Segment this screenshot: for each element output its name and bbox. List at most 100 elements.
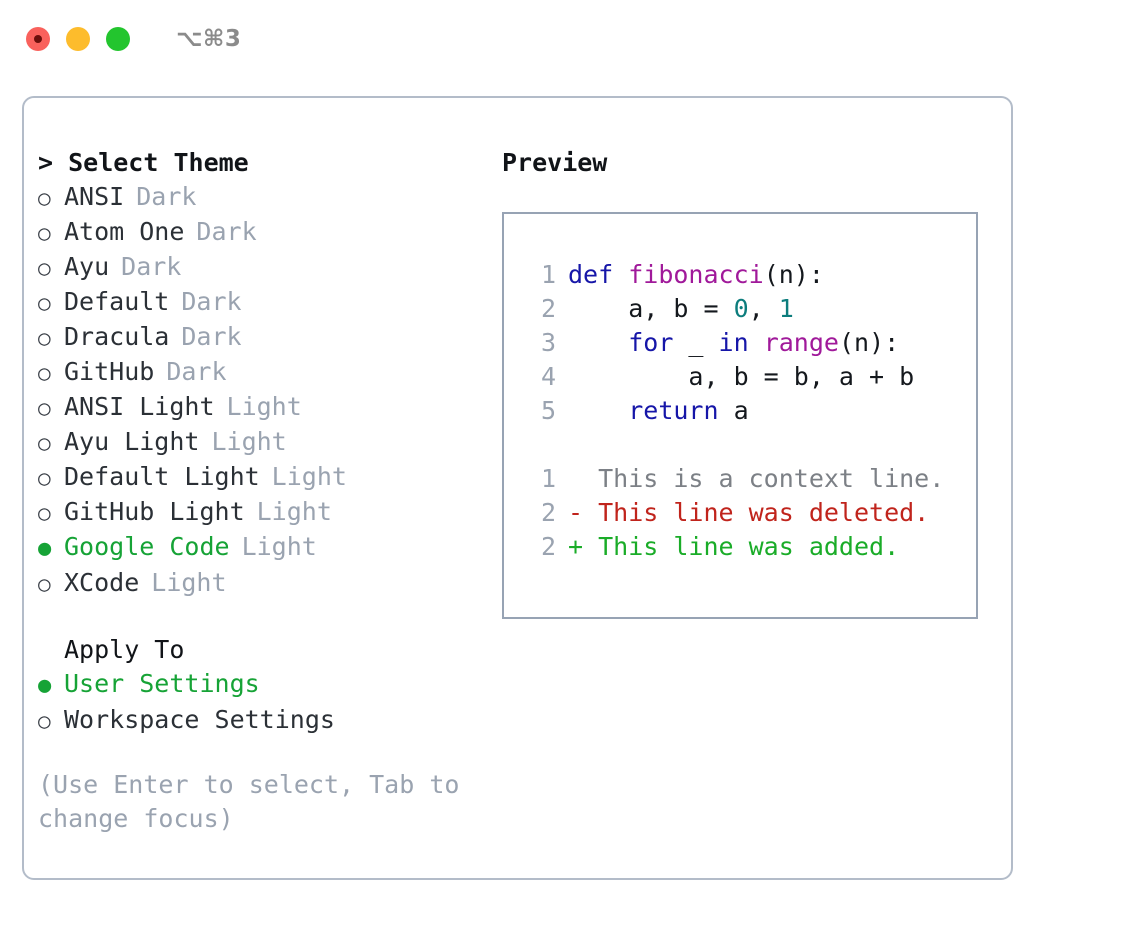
radio-unselected-icon: ○ (38, 186, 51, 210)
theme-variant-tag: Dark (181, 322, 242, 351)
diff-marker: + (568, 532, 599, 561)
radio-unselected-icon: ○ (38, 431, 51, 455)
line-number: 2 (540, 498, 556, 527)
diff-marker: - (568, 498, 599, 527)
theme-variant-tag: Light (271, 462, 347, 491)
apply-to-option-workspace-settings[interactable]: ○ Workspace Settings (38, 703, 508, 738)
diff-line-del: 2- This line was deleted. (522, 496, 976, 530)
radio-unselected-icon: ○ (38, 501, 51, 525)
code-line-text: a, b = 0, 1 (568, 292, 794, 326)
code-line: 1 def fibonacci(n): (522, 258, 976, 292)
code-token-plain (749, 328, 764, 357)
line-number: 4 (540, 362, 556, 391)
code-token-num: 0 (733, 294, 749, 323)
radio-unselected-icon: ○ (38, 572, 51, 596)
code-token-plain (568, 396, 628, 425)
theme-variant-tag: Light (241, 532, 317, 561)
theme-variant-tag: Dark (196, 217, 257, 246)
traffic-light-group (26, 27, 130, 51)
apply-to-option-list[interactable]: ● User Settings ○ Workspace Settings (38, 667, 508, 738)
radio-unselected-icon: ○ (38, 466, 51, 490)
line-number: 2 (540, 294, 556, 323)
theme-option-label: GitHub Light (64, 497, 245, 526)
keyboard-shortcut-label: ⌥⌘3 (176, 26, 242, 52)
theme-option-label: GitHub (64, 357, 155, 386)
line-number: 3 (540, 328, 556, 357)
line-number: 1 (540, 464, 556, 493)
diff-line-context: 1 This is a context line. (522, 462, 976, 496)
diff-line-add: 2+ This line was added. (522, 530, 976, 564)
code-token-plain: a, b = (568, 294, 734, 323)
apply-to-option-label: User Settings (64, 669, 260, 698)
line-number: 5 (540, 396, 556, 425)
code-line-text: def fibonacci(n): (568, 258, 824, 292)
theme-option-google-code[interactable]: ● Google Code Light (38, 530, 508, 566)
theme-option-label: XCode (64, 568, 140, 597)
radio-unselected-icon: ○ (38, 291, 51, 315)
theme-variant-tag: Dark (181, 287, 242, 316)
theme-option-default-light[interactable]: ○ Default Light Light (38, 460, 508, 495)
theme-variant-tag: Dark (121, 252, 182, 281)
apply-to-section: Apply To ● User Settings ○ Workspace Settin… (38, 633, 508, 738)
theme-option-label: ANSI (64, 182, 125, 211)
theme-option-label: Ayu (64, 252, 110, 281)
title-bar: ⌥⌘3 (0, 0, 1140, 78)
theme-variant-tag: Light (211, 427, 287, 456)
close-window-button[interactable] (26, 27, 50, 51)
radio-unselected-icon: ○ (38, 709, 51, 733)
radio-selected-icon: ● (38, 673, 52, 698)
code-line: 4 a, b = b, a + b (522, 360, 976, 394)
radio-unselected-icon: ○ (38, 221, 51, 245)
code-token-fn: fibonacci (628, 260, 764, 289)
theme-option-label: Default Light (64, 462, 260, 491)
maximize-window-button[interactable] (106, 27, 130, 51)
theme-variant-tag: Dark (136, 182, 197, 211)
theme-list-header: > Select Theme (38, 148, 249, 177)
theme-option-label: Google Code (64, 532, 230, 561)
theme-option-label: Atom One (64, 217, 185, 246)
apply-to-option-label: Workspace Settings (64, 705, 335, 734)
theme-option-label: Dracula (64, 322, 170, 351)
code-token-fn: range (763, 328, 839, 357)
code-token-plain: a, b = b, a + b (568, 362, 915, 391)
theme-option-github-light[interactable]: ○ GitHub Light Light (38, 495, 508, 530)
code-line-text: return a (568, 394, 749, 428)
code-token-kw: for (628, 328, 674, 357)
theme-option-label: Ayu Light (64, 427, 200, 456)
apply-to-option-user-settings[interactable]: ● User Settings (38, 667, 508, 703)
code-token-kw: in (718, 328, 749, 357)
theme-option-atom-one[interactable]: ○ Atom One Dark (38, 215, 508, 250)
line-number: 2 (540, 532, 556, 561)
code-token-kw: return (628, 396, 719, 425)
apply-to-header: Apply To (64, 635, 185, 664)
code-line: 5 return a (522, 394, 976, 428)
code-token-plain: (n): (763, 260, 824, 289)
preview-title: Preview (502, 148, 608, 177)
theme-option-ayu-light[interactable]: ○ Ayu Light Light (38, 425, 508, 460)
theme-variant-tag: Light (256, 497, 332, 526)
theme-variant-tag: Dark (166, 357, 227, 386)
radio-selected-icon: ● (38, 536, 52, 561)
code-token-plain: a (718, 396, 749, 425)
diff-marker (568, 462, 598, 496)
minimize-window-button[interactable] (66, 27, 90, 51)
diff-sample: 1 This is a context line.2- This line wa… (522, 462, 976, 564)
preview-panel: Preview 1 def fibonacci(n): 2 a, b = 0, 1 3… (502, 146, 1002, 619)
keyboard-hint-text: (Use Enter to select, Tab to change focu… (38, 770, 460, 833)
code-token-plain: , (748, 294, 779, 323)
code-token-plain: (n): (838, 328, 900, 357)
theme-option-ansi[interactable]: ○ ANSI Dark (38, 180, 508, 215)
line-number: 1 (540, 260, 556, 289)
diff-line-text: This is a context line. (598, 464, 945, 493)
diff-line-text: This line was deleted. (598, 498, 930, 527)
